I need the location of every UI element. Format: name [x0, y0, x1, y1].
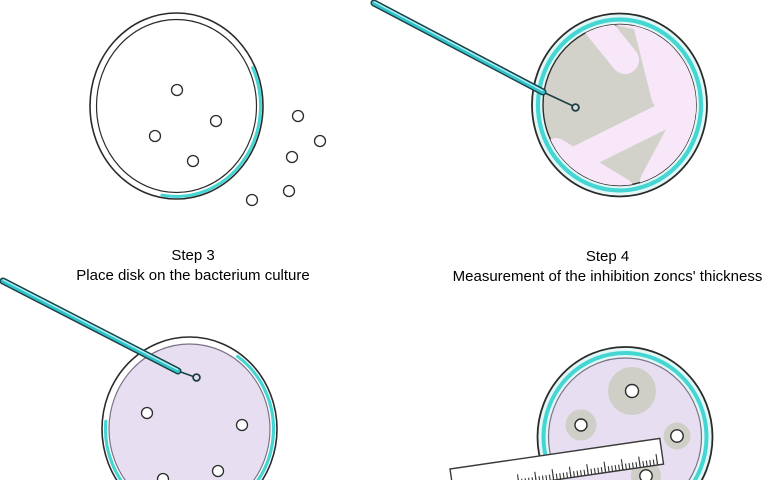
- antibiotic-disks-inside: [148, 83, 223, 168]
- petri-dish-inner: [95, 18, 258, 194]
- ruler-minor-ticks: [517, 458, 659, 480]
- antibiotic-disk: [186, 154, 200, 168]
- ruler-body: [449, 437, 665, 480]
- agar-surface: [108, 343, 271, 480]
- antibiotic-disks-on-agar: [140, 406, 249, 480]
- antibiotic-disk: [235, 418, 249, 432]
- step4-title: Step 4: [585, 248, 630, 265]
- petri-dish-streaked-culture: [370, 0, 708, 198]
- step4-description: Measurement of the inhibition zoncs' thi…: [452, 268, 763, 285]
- petri-dish-inhibition-zones: [449, 346, 714, 480]
- antibiotic-disk: [574, 418, 588, 432]
- antibiotic-disk: [245, 193, 259, 207]
- dish-teal-ring: [535, 17, 704, 193]
- antibiotic-disk: [291, 109, 305, 123]
- dish-teal-ring: [541, 351, 709, 480]
- antibiotic-disk: [624, 383, 640, 399]
- antibiotic-disk: [170, 83, 184, 97]
- antibiotic-disk: [156, 472, 170, 480]
- inoculation-loop-icon: [370, 0, 580, 112]
- antibiotic-disks-in-zones: [574, 383, 684, 480]
- antibiotic-disk: [313, 134, 327, 148]
- antibiotic-disk: [639, 469, 653, 480]
- antibiotic-disk: [140, 406, 154, 420]
- dish-teal-highlight: [160, 66, 262, 198]
- ruler-icon: [449, 437, 665, 480]
- step3-title: Step 3: [171, 247, 215, 264]
- antibiotic-disk: [148, 129, 162, 143]
- antibiotic-disks-scattered: [245, 109, 327, 207]
- antibiotic-disk: [211, 464, 225, 478]
- step3-description: Place disk on the bacterium culture: [76, 267, 310, 284]
- dish-teal-highlight: [103, 354, 276, 480]
- step3-caption: Step 3 Place disk on the bacterium cultu…: [33, 246, 353, 286]
- inoculation-needle-icon: [0, 277, 201, 382]
- petri-dish-empty: [89, 12, 264, 200]
- petri-dish-disks-placed: [0, 277, 278, 480]
- antibiotic-disk: [282, 184, 296, 198]
- antibiotic-disk: [209, 114, 223, 128]
- antibiotic-disk: [285, 150, 299, 164]
- antibiotic-disk: [670, 429, 684, 443]
- step4-caption: Step 4 Measurement of the inhibition zon…: [445, 247, 764, 287]
